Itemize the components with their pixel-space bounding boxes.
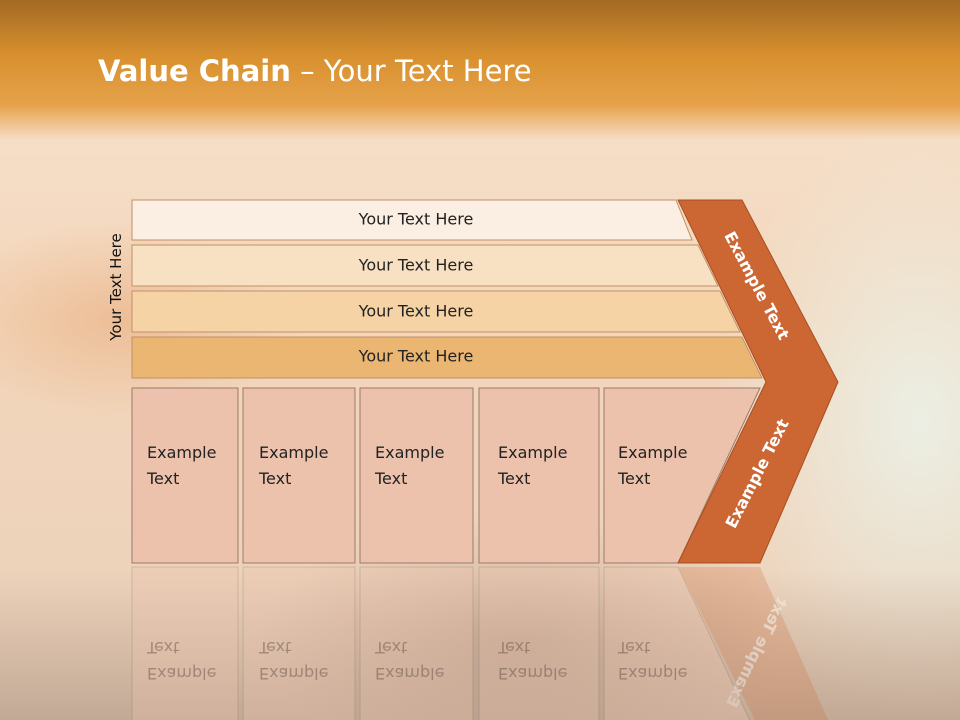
- diagram-reflection: Example Text: [131, 566, 829, 720]
- box-4-line1-reflection: Example: [498, 664, 568, 683]
- box-5-label-reflection: Example Text: [618, 634, 687, 686]
- box-2-line2: Text: [259, 469, 292, 488]
- bar-3-label: Your Text Here: [358, 302, 474, 321]
- slide-title: Value Chain – Your Text Here: [98, 54, 532, 88]
- box-2-line2-reflection: Text: [259, 638, 292, 657]
- bar-2-label: Your Text Here: [358, 256, 474, 275]
- box-4-line2: Text: [498, 469, 531, 488]
- box-5-line2-reflection: Text: [618, 638, 651, 657]
- title-banner: [0, 0, 960, 140]
- box-2-label-reflection: Example Text: [259, 634, 328, 686]
- box-5-line1-reflection: Example: [618, 664, 688, 683]
- box-3-line2-reflection: Text: [375, 638, 408, 657]
- box-3-line2: Text: [375, 469, 408, 488]
- chevron-arrow: [677, 199, 839, 564]
- box-1-line2-reflection: Text: [147, 638, 180, 657]
- box-4-line1: Example: [498, 443, 568, 462]
- background-shadow: [0, 570, 960, 720]
- box-2-line1: Example: [259, 443, 329, 462]
- bar-2: [131, 244, 719, 287]
- box-3-line1: Example: [375, 443, 445, 462]
- box-5-line1: Example: [618, 443, 688, 462]
- title-bold: Value Chain: [98, 54, 291, 88]
- bar-3: [131, 290, 741, 333]
- box-4: [478, 387, 600, 564]
- box-4-line2-reflection: Text: [498, 638, 531, 657]
- bar-1-label: Your Text Here: [358, 210, 474, 229]
- bar-4: [131, 336, 763, 379]
- box-3-label-reflection: Example Text: [375, 634, 444, 686]
- box-2: [242, 387, 356, 564]
- box-2-line1-reflection: Example: [259, 664, 329, 683]
- bar-1: [131, 199, 693, 241]
- box-1-label-reflection: Example Text: [147, 634, 216, 686]
- box-4-label-reflection: Example Text: [498, 634, 567, 686]
- bar-4-label: Your Text Here: [358, 347, 474, 366]
- box-1-line1-reflection: Example: [147, 664, 217, 683]
- box-1-line2: Text: [147, 469, 180, 488]
- box-1-line1: Example: [147, 443, 217, 462]
- title-rest: – Your Text Here: [290, 54, 532, 88]
- box-1: [131, 387, 239, 564]
- box-3-line1-reflection: Example: [375, 664, 445, 683]
- box-5-line2: Text: [618, 469, 651, 488]
- box-3: [359, 387, 474, 564]
